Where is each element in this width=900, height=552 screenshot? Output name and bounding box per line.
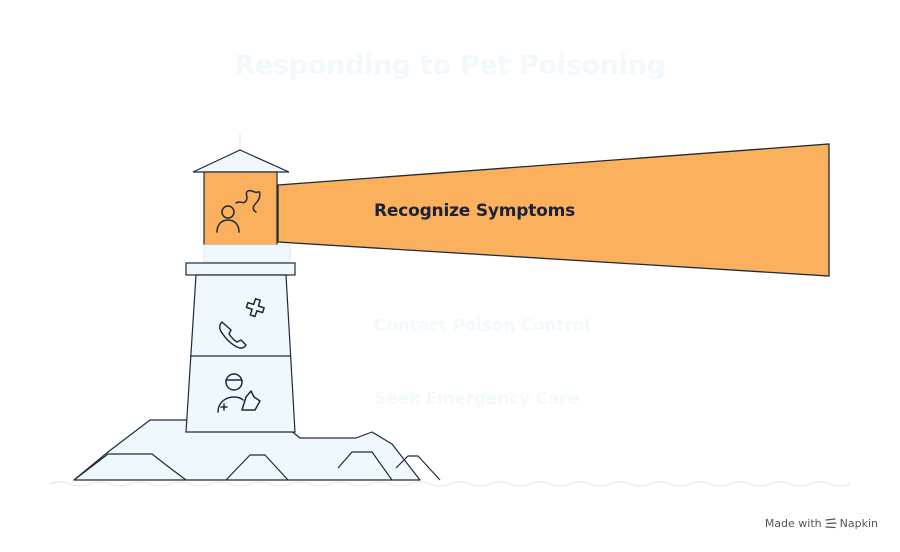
lighthouse-tower [185, 274, 296, 433]
step-label-recognize-symptoms: Recognize Symptoms [374, 201, 576, 221]
lantern-room [203, 171, 278, 246]
napkin-brand: Napkin [839, 517, 878, 530]
person-stress-icon [216, 189, 261, 233]
step-label-seek-emergency-care: Seek Emergency Care [374, 389, 579, 409]
made-with-text: Made with [764, 517, 822, 530]
doctor-pet-icon [217, 373, 261, 413]
diagram-title: Responding to Pet Poisoning [234, 50, 666, 81]
light-beam [277, 143, 830, 277]
phone-medical-icon [219, 298, 265, 349]
water-line [49, 481, 851, 487]
made-with-napkin: Made with Napkin [765, 517, 878, 530]
step-label-contact-poison-control: Contact Poison Control [374, 316, 590, 336]
napkin-logo-icon [824, 518, 837, 529]
lighthouse-roof [192, 149, 290, 173]
lighthouse-gallery [185, 262, 296, 276]
lantern-base [203, 244, 291, 263]
rocks [73, 419, 441, 481]
